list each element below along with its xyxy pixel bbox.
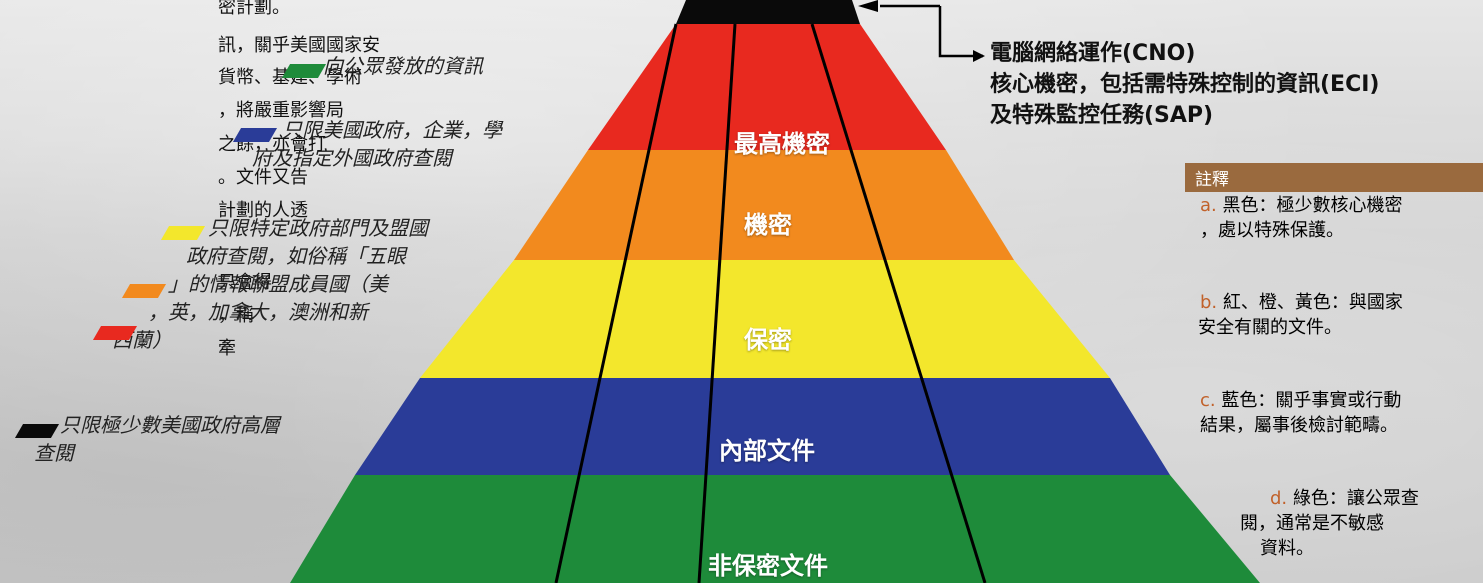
arrow-head-icon <box>858 0 878 12</box>
tier-yellow <box>420 260 1110 378</box>
tier-green <box>290 475 1260 583</box>
tier-label-unclassified: 非保密文件 <box>708 552 828 580</box>
note-b: b. 紅、橙、黃色：與國家 安全有關的文件。 <box>1198 292 1403 338</box>
arrow-head-icon <box>973 50 985 62</box>
body-line: 訊，關乎美國國家安 <box>218 35 380 56</box>
tier-black <box>676 0 860 24</box>
legend-text-blue: 只限美國政府，企業，學 府及指定外國政府查閱 <box>252 118 502 170</box>
tier-blue <box>355 378 1170 475</box>
tier-label-internal: 內部文件 <box>719 437 815 465</box>
body-line: 只會得 <box>218 272 272 293</box>
legend-text-black: 只限極少數美國政府高層 查閱 <box>34 413 280 465</box>
note-a: a. 黑色：極少數核心機密 ，處以特殊保護。 <box>1200 195 1403 241</box>
tier-label-top-secret: 最高機密 <box>734 130 830 158</box>
legend-text-yellow: 只限特定政府部門及盟國 政府查閱，如俗稱「五眼 」的情報聯盟成員國（美 ，英，加… <box>112 216 428 352</box>
note-c: c. 藍色：關乎事實或行動 結果，屬事後檢討範疇。 <box>1200 390 1402 436</box>
tier-red <box>588 24 946 150</box>
pyramid-divider-line <box>554 23 678 583</box>
body-line: ，稱 <box>218 305 254 326</box>
pyramid-divider-line <box>810 23 987 583</box>
tier-label-secret: 機密 <box>744 211 792 239</box>
tier-orange <box>514 150 1014 260</box>
cno-line: 核心機密，包括需特殊控制的資訊(ECI) <box>990 72 1380 97</box>
cno-annotation: 電腦網絡運作(CNO) 核心機密，包括需特殊控制的資訊(ECI) 及特殊監控任務… <box>990 38 1379 131</box>
legend-text-green: 向公眾發放的資訊 <box>323 54 483 78</box>
body-line: 。文件又告 <box>218 167 308 188</box>
notes-panel: 註釋 <box>1185 163 1483 192</box>
body-line: 牽 <box>218 338 236 359</box>
notes-header: 註釋 <box>1185 163 1483 192</box>
body-line: ，將嚴重影響局 <box>218 100 344 121</box>
tier-label-confidential: 保密 <box>744 326 792 354</box>
cno-title: 電腦網絡運作(CNO) <box>990 41 1196 66</box>
note-d: d. 綠色：讓公眾查 閱，通常是不敏感 資料。 <box>1240 488 1419 559</box>
connector-line <box>938 6 983 58</box>
body-line: 計劃的人透 <box>218 200 308 221</box>
body-line: 密計劃。 <box>218 0 290 18</box>
pyramid-divider-line <box>697 23 737 583</box>
cno-line: 及特殊監控任務(SAP) <box>990 103 1214 128</box>
